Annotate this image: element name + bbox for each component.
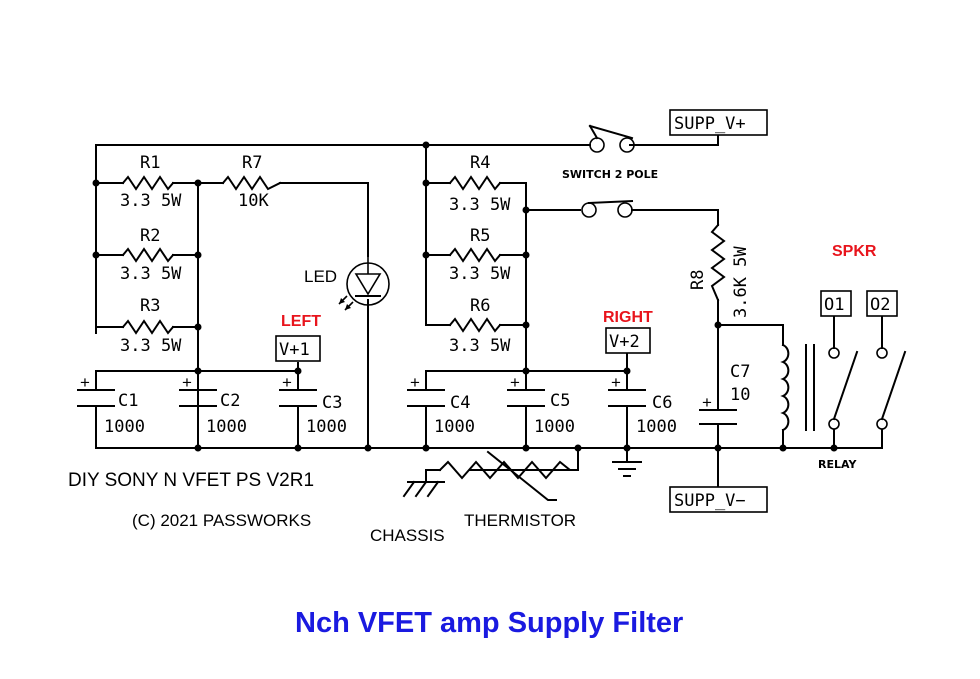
r4-value: 3.3 5W [449, 195, 511, 215]
caption-line1: DIY SONY N VFET PS V2R1 [68, 470, 314, 491]
r2-value: 3.3 5W [120, 264, 182, 284]
r6-value: 3.3 5W [449, 336, 511, 356]
port-o1 [820, 290, 852, 317]
supp-vminus-label: SUPP_V− [674, 491, 746, 511]
switch-icon [581, 124, 635, 218]
port-supp-vminus [669, 486, 768, 513]
led-label: LED [304, 267, 337, 286]
ground-icon [612, 461, 642, 477]
c6-name: C6 [652, 393, 672, 413]
r7-name: R7 [242, 153, 262, 173]
chassis-icon [402, 480, 445, 498]
r5-value: 3.3 5W [449, 264, 511, 284]
c2-value: 1000 [206, 417, 247, 437]
thermistor-icon [438, 450, 579, 501]
plus-c7: + [702, 393, 712, 412]
capacitor-symbols [77, 389, 737, 425]
resistor-symbols [121, 175, 726, 335]
spkr-label: SPKR [832, 243, 877, 260]
left-label: LEFT [281, 313, 321, 330]
thermistor-label: THERMISTOR [464, 511, 576, 530]
o2-label: O2 [870, 295, 890, 315]
r4-name: R4 [470, 153, 490, 173]
relay-label: RELAY [818, 458, 857, 471]
r8-value: 3.6K 5W [731, 246, 751, 318]
c1-name: C1 [118, 391, 138, 411]
c3-value: 1000 [306, 417, 347, 437]
c6-value: 1000 [636, 417, 677, 437]
relay-icon [780, 343, 907, 432]
diagram-title: Nch VFET amp Supply Filter [295, 607, 683, 639]
r3-value: 3.3 5W [120, 336, 182, 356]
c1-value: 1000 [104, 417, 145, 437]
plus-c1: + [80, 373, 90, 392]
chassis-label: CHASSIS [370, 526, 445, 545]
port-supp-vplus [669, 109, 768, 136]
port-boxes [275, 109, 898, 513]
o1-label: O1 [824, 295, 844, 315]
switch-label: SWITCH 2 POLE [562, 168, 658, 181]
c4-value: 1000 [434, 417, 475, 437]
v2-label: V+2 [609, 332, 640, 352]
r7-value: 10K [238, 191, 269, 211]
right-label: RIGHT [603, 309, 653, 326]
plus-c4: + [410, 373, 420, 392]
caption-line2: (C) 2021 PASSWORKS [132, 511, 311, 530]
c7-name: C7 [730, 362, 750, 382]
c5-value: 1000 [534, 417, 575, 437]
c4-name: C4 [450, 393, 470, 413]
r2-name: R2 [140, 226, 160, 246]
c2-name: C2 [220, 391, 240, 411]
polarity-marks: + + + + + + + [80, 373, 712, 412]
led-icon [338, 256, 390, 311]
r8-name: R8 [688, 270, 708, 290]
port-v1 [275, 335, 321, 362]
r1-name: R1 [140, 153, 160, 173]
labels: SUPP_V+ SUPP_V− V+1 V+2 O1 O2 LEFT RIGHT… [68, 114, 890, 639]
c7-value: 10 [730, 385, 750, 405]
r1-value: 3.3 5W [120, 191, 182, 211]
plus-c3: + [282, 373, 292, 392]
c3-name: C3 [322, 393, 342, 413]
plus-c6: + [611, 373, 621, 392]
c5-name: C5 [550, 391, 570, 411]
plus-c2: + [182, 373, 192, 392]
r6-name: R6 [470, 296, 490, 316]
plus-c5: + [510, 373, 520, 392]
port-o2 [866, 290, 898, 317]
port-v2 [605, 327, 651, 354]
r3-name: R3 [140, 296, 160, 316]
junction-dots [92, 141, 838, 452]
r5-name: R5 [470, 226, 490, 246]
v1-label: V+1 [279, 340, 310, 360]
supp-vplus-label: SUPP_V+ [674, 114, 746, 134]
